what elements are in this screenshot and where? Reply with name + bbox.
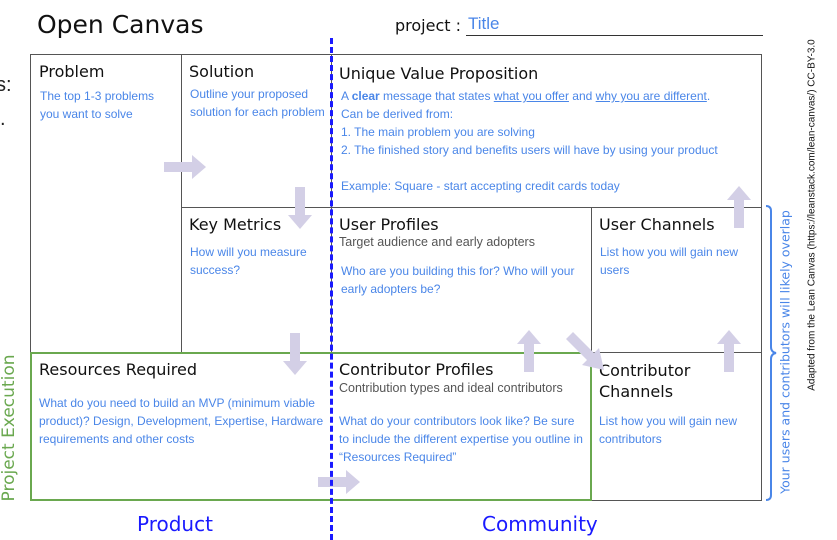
- arrow-up-icon: [727, 186, 751, 228]
- project-label: project :: [395, 16, 467, 35]
- key-metrics-text: How will you measure success?: [190, 245, 307, 277]
- arrow-right-icon: [164, 155, 206, 179]
- edge-fragment: .: [0, 108, 6, 130]
- arrow-up-icon: [717, 330, 741, 372]
- overlap-note: Your users and contributors will likely …: [777, 210, 793, 494]
- contributor-profiles-text: What do your contributors look like? Be …: [339, 414, 583, 464]
- user-channels-text: List how you will gain new users: [600, 245, 739, 277]
- product-label: Product: [137, 512, 213, 536]
- arrow-down-icon: [288, 187, 312, 229]
- problem-title: Problem: [39, 62, 105, 81]
- contributor-profiles-subtitle: Contribution types and ideal contributor…: [339, 381, 563, 395]
- community-label: Community: [482, 512, 598, 536]
- overlap-bracket: [765, 205, 777, 501]
- uvp-text: A clear message that states what you off…: [341, 89, 718, 193]
- contributor-channels-text: List how you will gain new contributors: [599, 414, 738, 446]
- solution-text: Outline your proposed solution for each …: [190, 87, 325, 119]
- project-title-field[interactable]: Title: [466, 14, 763, 36]
- contributor-channels-title: Contributor Channels: [599, 361, 691, 401]
- project-execution-box: [30, 352, 592, 501]
- user-profiles-title: User Profiles: [339, 215, 439, 234]
- edge-fragment: s:: [0, 74, 12, 96]
- product-community-divider: [330, 38, 333, 540]
- canvas-title: Open Canvas: [37, 10, 204, 39]
- resources-text: What do you need to build an MVP (minimu…: [39, 396, 324, 446]
- user-channels-title: User Channels: [599, 215, 715, 234]
- user-profiles-subtitle: Target audience and early adopters: [339, 235, 535, 249]
- key-metrics-title: Key Metrics: [189, 215, 282, 234]
- project-execution-label: Project Execution: [0, 354, 19, 502]
- contributor-profiles-title: Contributor Profiles: [339, 360, 494, 379]
- uvp-title: Unique Value Proposition: [339, 64, 539, 83]
- project-title-value: Title: [468, 14, 500, 33]
- arrow-diagonal-icon: [566, 332, 604, 370]
- arrow-up-icon: [517, 330, 541, 372]
- arrow-down-icon: [283, 333, 307, 375]
- arrow-right-icon: [318, 470, 360, 494]
- attribution: Adapted from the Lean Canvas (https://le…: [806, 39, 818, 391]
- user-profiles-text: Who are you building this for? Who will …: [341, 264, 575, 296]
- solution-title: Solution: [189, 62, 255, 81]
- problem-text: The top 1-3 problems you want to solve: [40, 89, 155, 121]
- resources-title: Resources Required: [39, 360, 198, 379]
